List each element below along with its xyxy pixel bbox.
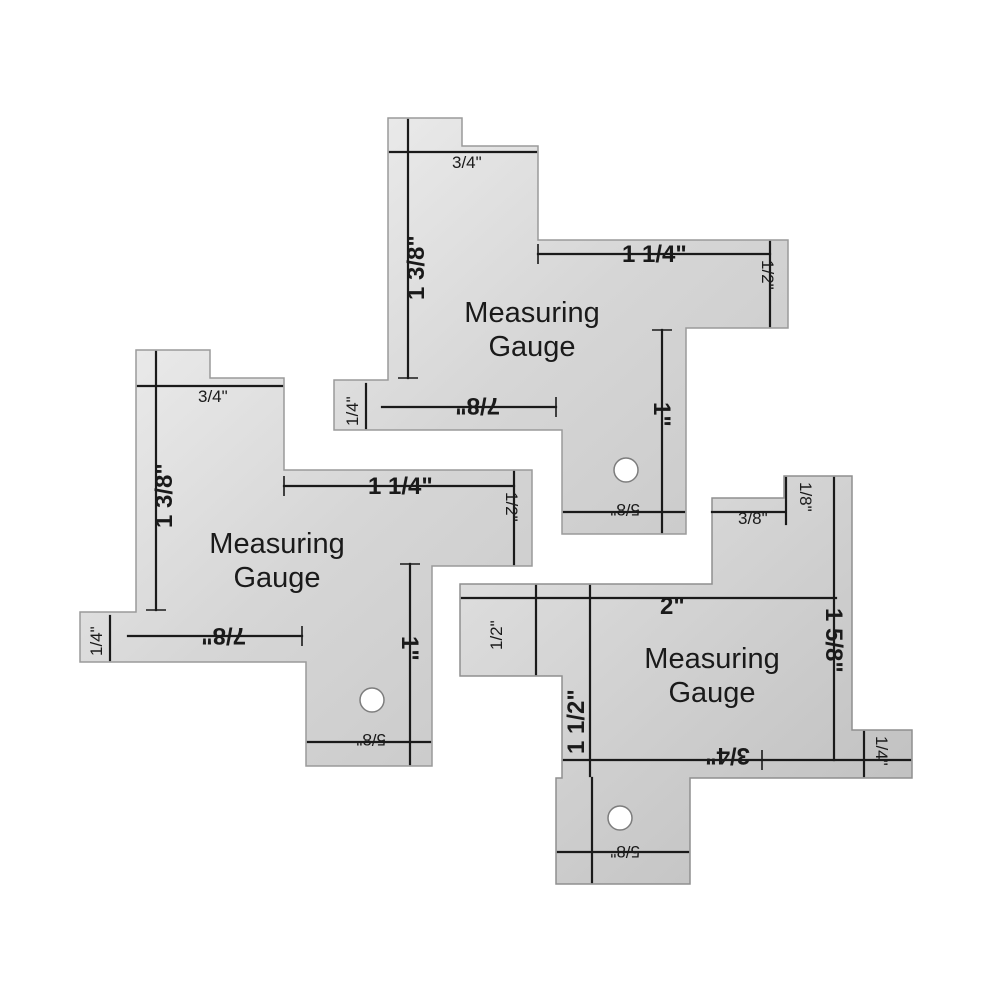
mark-label-1-2: 1/2" xyxy=(487,620,506,650)
hanging-hole xyxy=(613,457,639,483)
mark-label-1-4: 1/4" xyxy=(872,736,891,766)
mark-label-2: 2" xyxy=(660,593,685,620)
mark-label-7-8: 7/8" xyxy=(201,622,246,649)
gauge-title-line1: Measuring xyxy=(464,297,599,329)
mark-label-7-8: 7/8" xyxy=(455,392,500,419)
mark-label-1-1-4: 1 1/4" xyxy=(368,473,433,500)
mark-label-1-1-2: 1 1/2" xyxy=(563,689,590,754)
gauge-markings xyxy=(108,350,516,766)
gauge-plate xyxy=(459,475,913,885)
mark-label-1-8: 1/8" xyxy=(796,482,815,512)
mark-label-1: 1" xyxy=(648,402,675,427)
gauge-title-line2: Gauge xyxy=(488,331,575,363)
mark-label-1-3-8: 1 3/8" xyxy=(403,235,430,300)
mark-label-5-8: 5/8" xyxy=(610,842,640,861)
gauge-top-center: 3/4" 1 3/8" 1 1/4" 1/2" 1/4" 7/8" 1" 5/8… xyxy=(333,117,789,535)
mark-label-1-4: 1/4" xyxy=(343,396,362,426)
gauge-markings xyxy=(460,476,912,884)
gauge-title-line2: Gauge xyxy=(668,677,755,709)
gauge-left: 3/4" 1 3/8" 1 1/4" 1/2" 1/4" 7/8" 1" 5/8… xyxy=(79,349,533,767)
hanging-hole xyxy=(359,687,385,713)
gauge-plate xyxy=(333,117,789,535)
mark-label-3-4: 3/4" xyxy=(705,742,750,769)
mark-label-1-2: 1/2" xyxy=(758,260,777,290)
mark-label-5-8: 5/8" xyxy=(356,730,386,749)
gauge-title-line1: Measuring xyxy=(644,643,779,675)
mark-label-5-8: 5/8" xyxy=(610,500,640,519)
gauge-plate xyxy=(79,349,533,767)
gauge-title-line2: Gauge xyxy=(233,562,320,594)
mark-label-1-4: 1/4" xyxy=(87,626,106,656)
mark-label-1-3-8: 1 3/8" xyxy=(151,463,178,528)
mark-label-1: 1" xyxy=(396,636,423,661)
gauge-title-line1: Measuring xyxy=(209,528,344,560)
mark-label-3-4: 3/4" xyxy=(198,387,228,406)
mark-label-1-5-8: 1 5/8" xyxy=(820,608,847,673)
mark-label-3-8: 3/8" xyxy=(738,509,768,528)
mark-label-1-1-4: 1 1/4" xyxy=(622,241,687,268)
mark-label-1-2: 1/2" xyxy=(502,492,521,522)
mark-label-3-4: 3/4" xyxy=(452,153,482,172)
hanging-hole xyxy=(607,805,633,831)
gauge-markings xyxy=(364,118,772,534)
gauge-bottom-right: 3/8" 1/8" 2" 1/2" 1 5/8" 1 1/2" 3/4" 1/4… xyxy=(459,475,913,885)
